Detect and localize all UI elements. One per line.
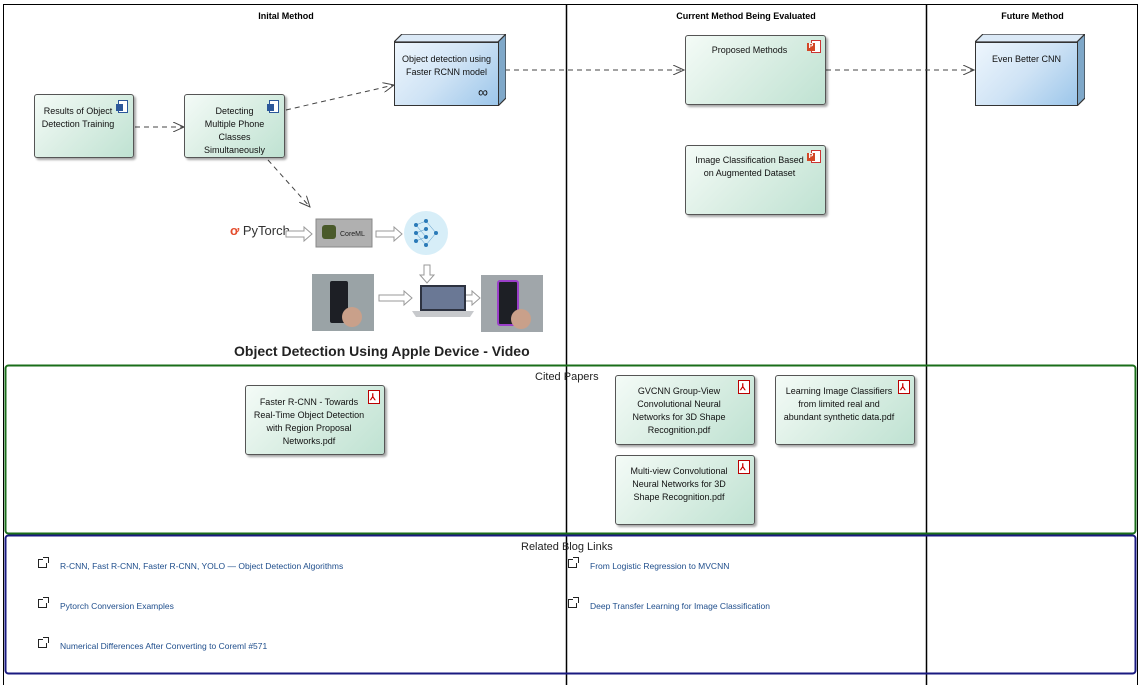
lane-header-initial: Inital Method [258, 11, 314, 21]
blog-link-pytorch-conversion[interactable]: Pytorch Conversion Examples [60, 601, 174, 611]
word-document-icon [267, 100, 279, 114]
paper-learning-image-classifiers[interactable]: Learning Image Classifiers from limited … [775, 375, 915, 445]
coreml-label: CoreML [340, 231, 365, 238]
pytorch-flame-icon: ơ [230, 223, 240, 238]
lane-header-future: Future Method [1001, 11, 1064, 21]
paper-multiview-label: Multi-view Convolutional Neural Networks… [630, 466, 728, 502]
node-results-training[interactable]: Results of Object Detection Training [34, 94, 134, 158]
paper-gvcnn[interactable]: GVCNN Group-View Convolutional Neural Ne… [615, 375, 755, 445]
pipeline-graphics: CoreML [285, 211, 543, 332]
blog-link-rcnn[interactable]: R-CNN, Fast R-CNN, Faster R-CNN, YOLO — … [60, 561, 344, 571]
cited-papers-band [4, 364, 1137, 535]
blog-link-logistic-to-mvcnn[interactable]: From Logistic Regression to MVCNN [590, 561, 730, 571]
node-image-classification[interactable]: Image Classification Based on Augmented … [685, 145, 826, 215]
link-infinity-icon: ∞ [478, 84, 488, 100]
node-proposed-methods[interactable]: Proposed Methods P [685, 35, 826, 105]
blog-link-numerical-differences[interactable]: Numerical Differences After Converting t… [60, 641, 268, 651]
node-image-classification-label: Image Classification Based on Augmented … [695, 155, 804, 178]
paper-multiview-cnn[interactable]: Multi-view Convolutional Neural Networks… [615, 455, 755, 525]
paper-faster-rcnn[interactable]: Faster R-CNN - Towards Real-Time Object … [245, 385, 385, 455]
pytorch-logo: ơ PyTorch [230, 223, 290, 238]
connector-detecting-fasterrcnn [285, 85, 394, 111]
lane-frame [3, 4, 1138, 685]
paper-learning-label: Learning Image Classifiers from limited … [783, 386, 895, 422]
node-even-better-cnn-label: Even Better CNN [991, 54, 1062, 64]
pdf-icon: ⅄ [898, 380, 910, 394]
pipeline-image[interactable]: ơ PyTorch CoreML [226, 205, 546, 335]
pdf-icon: ⅄ [368, 390, 380, 404]
node-detecting-label: Detecting Multiple Phone Classes Simulta… [203, 106, 266, 155]
node-faster-rcnn-front: Object detection using Faster RCNN model… [394, 42, 499, 106]
node-proposed-methods-label: Proposed Methods [711, 45, 788, 55]
cited-papers-title: Cited Papers [535, 371, 599, 383]
node-detecting-phone-classes[interactable]: Detecting Multiple Phone Classes Simulta… [184, 94, 285, 158]
blog-link-deep-transfer[interactable]: Deep Transfer Learning for Image Classif… [590, 601, 771, 611]
node-even-better-cnn-front: Even Better CNN [975, 42, 1078, 106]
external-link-icon [38, 597, 49, 608]
node-even-better-cnn[interactable]: Even Better CNN [975, 34, 1085, 106]
pdf-icon: ⅄ [738, 380, 750, 394]
external-link-icon [568, 597, 579, 608]
node-results-training-label: Results of Object Detection Training [41, 106, 115, 129]
powerpoint-icon: P [807, 150, 821, 164]
external-link-icon [568, 557, 579, 568]
node-faster-rcnn-model[interactable]: Object detection using Faster RCNN model… [394, 34, 506, 106]
blog-links-band [4, 534, 1137, 675]
pytorch-label: PyTorch [242, 223, 290, 238]
paper-gvcnn-label: GVCNN Group-View Convolutional Neural Ne… [632, 386, 726, 435]
related-blog-links-title: Related Blog Links [521, 541, 613, 553]
external-link-icon [38, 637, 49, 648]
pdf-icon: ⅄ [738, 460, 750, 474]
paper-faster-rcnn-label: Faster R-CNN - Towards Real-Time Object … [253, 397, 365, 446]
word-document-icon [116, 100, 128, 114]
powerpoint-icon: P [807, 40, 821, 54]
connector-detecting-image [267, 159, 310, 207]
external-link-icon [38, 557, 49, 568]
lane-header-current: Current Method Being Evaluated [676, 11, 816, 21]
pipeline-image-caption: Object Detection Using Apple Device - Vi… [234, 343, 530, 359]
node-faster-rcnn-label: Object detection using Faster RCNN model [401, 54, 492, 77]
